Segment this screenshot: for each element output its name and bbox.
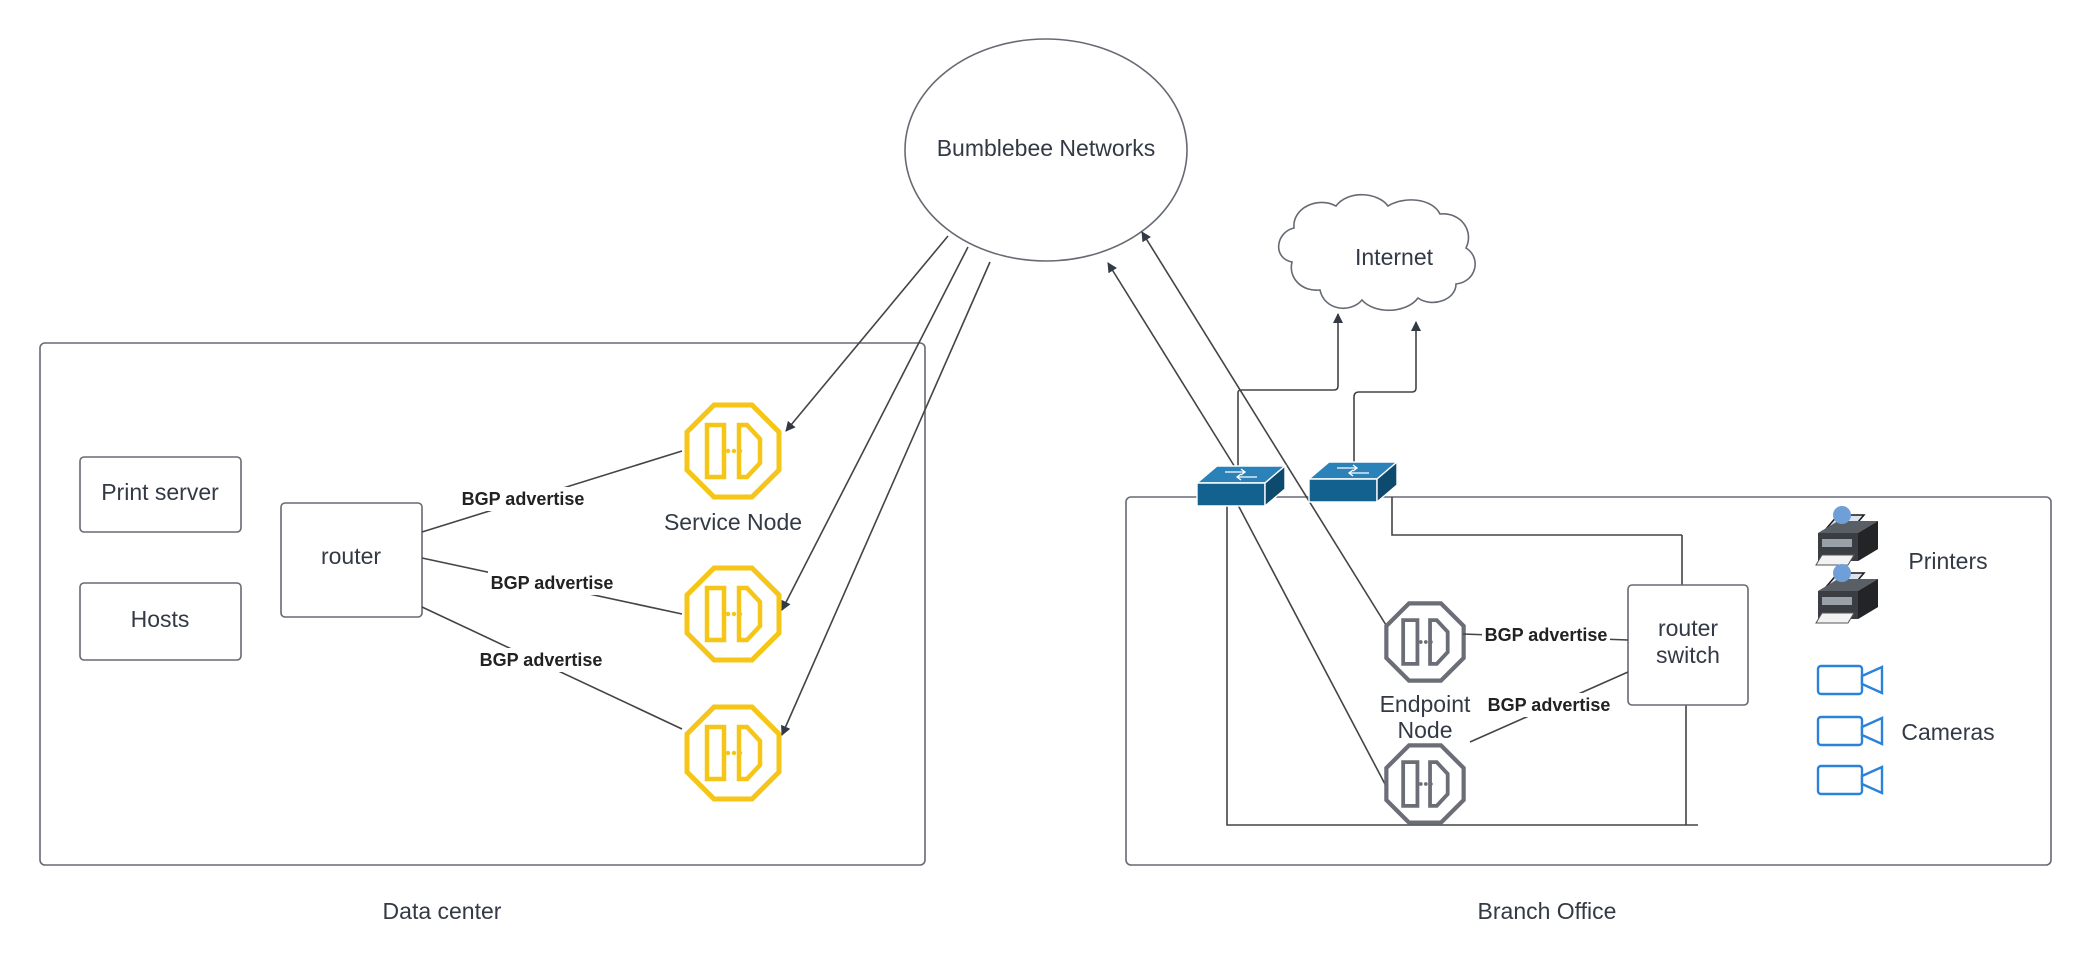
printers-label: Printers <box>1908 548 1987 574</box>
print-server-label: Print server <box>101 479 219 505</box>
bgp-label-dc-2: BGP advertise <box>491 573 614 593</box>
endpoint-node-octagon-icon <box>1386 745 1463 822</box>
hosts-box: Hosts <box>79 582 242 661</box>
cameras-label: Cameras <box>1901 719 1994 745</box>
internet-label: Internet <box>1355 244 1434 270</box>
service-node-label: Service Node <box>664 509 802 535</box>
video-camera-icon <box>1816 715 1884 747</box>
bumblebee-to-service-node-3 <box>781 261 991 736</box>
router-switch-box: router switch <box>1627 584 1749 706</box>
endpoint-node-octagon-icon <box>1386 603 1463 680</box>
bgp-label-dc-3: BGP advertise <box>480 650 603 670</box>
video-camera-icon <box>1816 664 1884 696</box>
switch1-to-internet <box>1237 313 1343 472</box>
service-node-octagon-icon <box>687 405 779 497</box>
service-node-octagon-icon <box>687 707 779 799</box>
bumblebee-to-service-node-2 <box>781 246 969 611</box>
data-center-frame <box>39 342 926 866</box>
printer-paper-roll <box>1833 506 1851 524</box>
branch-office-title: Branch Office <box>1478 898 1617 924</box>
bgp-label-dc-1: BGP advertise <box>462 489 585 509</box>
endpoint-node-label-line2: Node <box>1398 717 1453 743</box>
switch-to-bumblebee <box>1107 262 1239 473</box>
switch-right-to-router <box>1391 497 1682 536</box>
endpoint-node-1-to-bumblebee <box>1141 231 1387 626</box>
print-server-box: Print server <box>79 456 242 533</box>
service-node-octagon-icon <box>687 568 779 660</box>
bumblebee-to-service-node-1 <box>785 235 949 432</box>
internet-cloud: Internet <box>1277 194 1476 311</box>
printer-icon <box>1815 514 1879 566</box>
bgp-label-branch-2: BGP advertise <box>1488 695 1611 715</box>
switch-to-endpoint-node-2 <box>1237 504 1387 787</box>
printer-paper-roll <box>1833 564 1851 582</box>
router-box: router <box>280 502 423 618</box>
hosts-label: Hosts <box>131 606 190 632</box>
data-center-title: Data center <box>383 898 502 924</box>
bumblebee-networks-node: Bumblebee Networks <box>904 38 1188 262</box>
video-camera-icon <box>1816 764 1884 796</box>
branch-office-frame <box>1125 496 2052 866</box>
bgp-label-branch-1: BGP advertise <box>1485 625 1608 645</box>
bumblebee-networks-label: Bumblebee Networks <box>937 135 1156 161</box>
switch-left-loop <box>1226 505 1698 826</box>
router-label: router <box>321 543 381 569</box>
network-switch-icon <box>1196 465 1286 507</box>
printer-icon <box>1815 572 1879 624</box>
router-switch-label-line1: router <box>1658 615 1718 641</box>
endpoint-node-label-line1: Endpoint <box>1380 691 1471 717</box>
router-switch-label-line2: switch <box>1656 642 1720 668</box>
cloud-icon <box>1277 194 1476 311</box>
switch2-to-internet <box>1353 321 1421 462</box>
network-switch-icon <box>1308 461 1398 503</box>
